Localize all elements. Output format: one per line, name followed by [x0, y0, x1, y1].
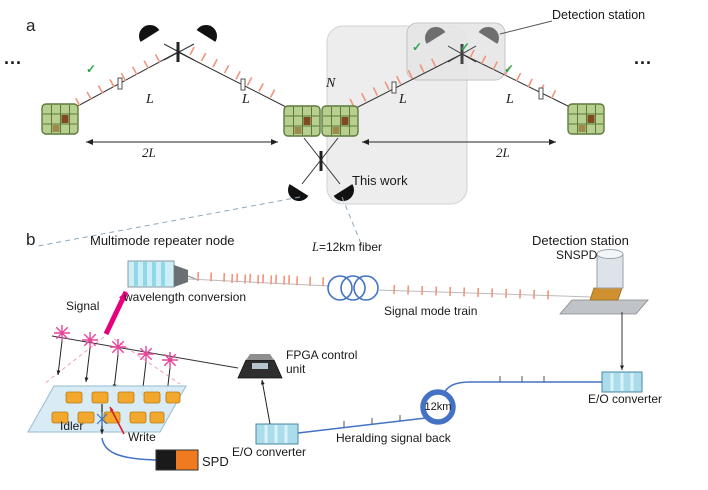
heralding-pulses — [343, 376, 545, 427]
gold-chip — [589, 287, 623, 301]
fiber-length-var: L — [312, 240, 319, 254]
arm-length-label-1: L — [146, 92, 154, 107]
arm-length-label-3: L — [399, 92, 407, 107]
node-count-label: N — [326, 76, 336, 91]
signal-mode-train-label: Signal mode train — [384, 304, 478, 318]
mode-line — [51, 335, 239, 369]
cryostat-cylinder — [596, 253, 624, 289]
signal-label: Signal — [66, 299, 100, 313]
mode-flower-icon — [81, 331, 99, 349]
eo-converter-left-label: E/O converter — [232, 445, 307, 459]
signal-train-2 — [377, 284, 593, 301]
heralding-label: Heralding signal back — [336, 431, 451, 445]
fiber-length-label: L=12km fiber — [312, 240, 382, 255]
crystal-plate — [27, 385, 187, 433]
panel-b-diagram — [27, 249, 649, 471]
arm-length-label-2: L — [242, 92, 250, 107]
mode-flowers — [53, 324, 179, 369]
wavelength-converter — [127, 260, 199, 288]
check-icon: ✓ — [460, 40, 471, 54]
wavelength-conversion-label: wavelength conversion — [124, 290, 247, 304]
panel-a-diagram — [37, 20, 605, 247]
panel-a-label: a — [26, 16, 36, 35]
detection-station-pointer-line — [499, 20, 553, 35]
heralding-coil — [420, 389, 456, 425]
detection-station-label-a: Detection station — [552, 8, 646, 22]
idler-label: Idler — [60, 419, 84, 433]
crystal-zoom-dashed — [43, 336, 181, 385]
beamsplitter-left — [134, 20, 222, 62]
fiber-length-rest: =12km fiber — [318, 240, 382, 254]
memory-node — [567, 103, 605, 135]
beamsplitter-center — [283, 137, 359, 206]
double-length-label-right: 2L — [496, 145, 510, 160]
mode-flower-icon — [53, 324, 71, 342]
eo-converter-left — [255, 423, 299, 445]
arm-connectors — [117, 77, 544, 100]
detector-icon — [283, 184, 309, 206]
snspd-label: SNSPD — [556, 248, 598, 262]
memory-node — [41, 103, 79, 135]
eo-converter-right-label: E/O converter — [588, 392, 663, 406]
check-icon: ✓ — [86, 62, 97, 76]
idler-fiber — [101, 437, 157, 461]
spd-label: SPD — [202, 454, 229, 469]
fpga-unit — [237, 354, 283, 379]
check-icon: ✓ — [412, 40, 423, 54]
panel-b-label: b — [26, 230, 36, 249]
signal-train-1 — [187, 271, 331, 287]
mode-flower-icon — [161, 351, 179, 369]
snspd-detector — [559, 249, 649, 315]
repeater-node-label: Multimode repeater node — [90, 233, 235, 248]
double-length-label-left: 2L — [142, 145, 156, 160]
detector-icon — [196, 20, 222, 42]
eo-converter-right — [601, 371, 643, 393]
ellipsis-left: ... — [4, 48, 23, 68]
eo-to-fpga-line — [260, 379, 271, 425]
mode-flower-icon — [109, 338, 127, 356]
check-icon: ✓ — [504, 62, 515, 76]
write-beam — [109, 406, 125, 435]
mount-platform — [559, 299, 649, 315]
mode-flower-icon — [137, 345, 155, 363]
spd-detector — [155, 449, 199, 471]
mode-arrows — [56, 340, 171, 403]
signal-fiber-coil — [327, 275, 379, 301]
gold-pads — [51, 391, 181, 424]
memory-node — [283, 105, 321, 137]
arm-length-label-4: L — [506, 92, 514, 107]
detector-icon — [134, 20, 160, 42]
detection-station-label-b: Detection station — [532, 233, 629, 248]
memory-node — [321, 105, 359, 137]
beamsplitter-right — [420, 22, 504, 64]
fpga-label: FPGA control unit — [286, 348, 358, 376]
signal-arrow — [103, 290, 129, 336]
heralding-coil-label: 12km — [424, 401, 452, 413]
coupler-lens — [174, 265, 188, 287]
this-work-label: This work — [352, 173, 408, 188]
write-label: Write — [128, 430, 156, 444]
idler-filter-icon — [96, 412, 108, 426]
ellipsis-right: ... — [634, 48, 653, 68]
